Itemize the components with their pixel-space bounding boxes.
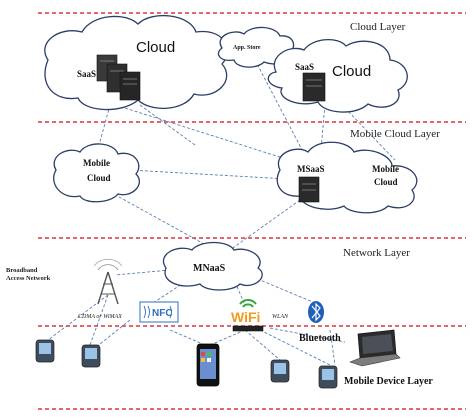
wifi-label: WiFi	[231, 309, 260, 325]
wlan-label: WLAN	[272, 314, 289, 320]
pda-device-icon-1	[35, 339, 55, 363]
cloud-mnaas	[163, 241, 263, 291]
cell-tower-icon	[93, 258, 123, 305]
mnaas-label: MNaaS	[193, 263, 226, 274]
cdma-wimax-label: CDMA or WiMAX	[78, 314, 122, 320]
nfc-label: NFC	[152, 308, 173, 319]
layer-label-mobile-cloud: Mobile Cloud Layer	[350, 128, 440, 140]
router-icon	[232, 325, 264, 332]
cloud-right-saas-label: SaaS	[295, 62, 314, 72]
mobile-cloud-right-line1: Mobile	[372, 164, 399, 174]
server-stack-left-icon	[96, 54, 141, 101]
smartphone-icon	[196, 343, 220, 387]
nfc-icon	[139, 301, 179, 323]
pda-device-icon-2	[81, 344, 101, 368]
bluetooth-label: Bluetooth	[299, 333, 341, 344]
wifi-icon	[239, 299, 257, 308]
connection-links	[47, 51, 396, 366]
app-store-label: App. Store	[233, 45, 261, 51]
pda-device-icon-4	[318, 365, 338, 389]
pda-device-icon-3	[270, 359, 290, 383]
bluetooth-icon	[308, 301, 324, 323]
broadband-label-line1: Broadband	[6, 267, 38, 274]
laptop-icon	[349, 329, 401, 367]
server-msaas-icon	[298, 176, 320, 203]
cloud-left-saas-label: SaaS	[77, 69, 96, 79]
mobile-cloud-left-line2: Cloud	[87, 173, 111, 183]
cloud-right-title: Cloud	[332, 63, 371, 80]
layer-label-cloud: Cloud Layer	[350, 21, 406, 33]
cloud-left	[44, 14, 229, 111]
msaas-label: MSaaS	[297, 164, 325, 174]
server-right-icon	[302, 72, 326, 102]
cloud-left-title: Cloud	[136, 39, 175, 56]
mobile-cloud-right-line2: Cloud	[374, 177, 398, 187]
broadband-label-line2: Access Network	[6, 275, 51, 282]
layer-label-device: Mobile Device Layer	[344, 376, 433, 387]
mobile-cloud-left-line1: Mobile	[83, 158, 110, 168]
mobile-cloud-left	[53, 143, 141, 203]
layer-label-network: Network Layer	[343, 247, 410, 259]
